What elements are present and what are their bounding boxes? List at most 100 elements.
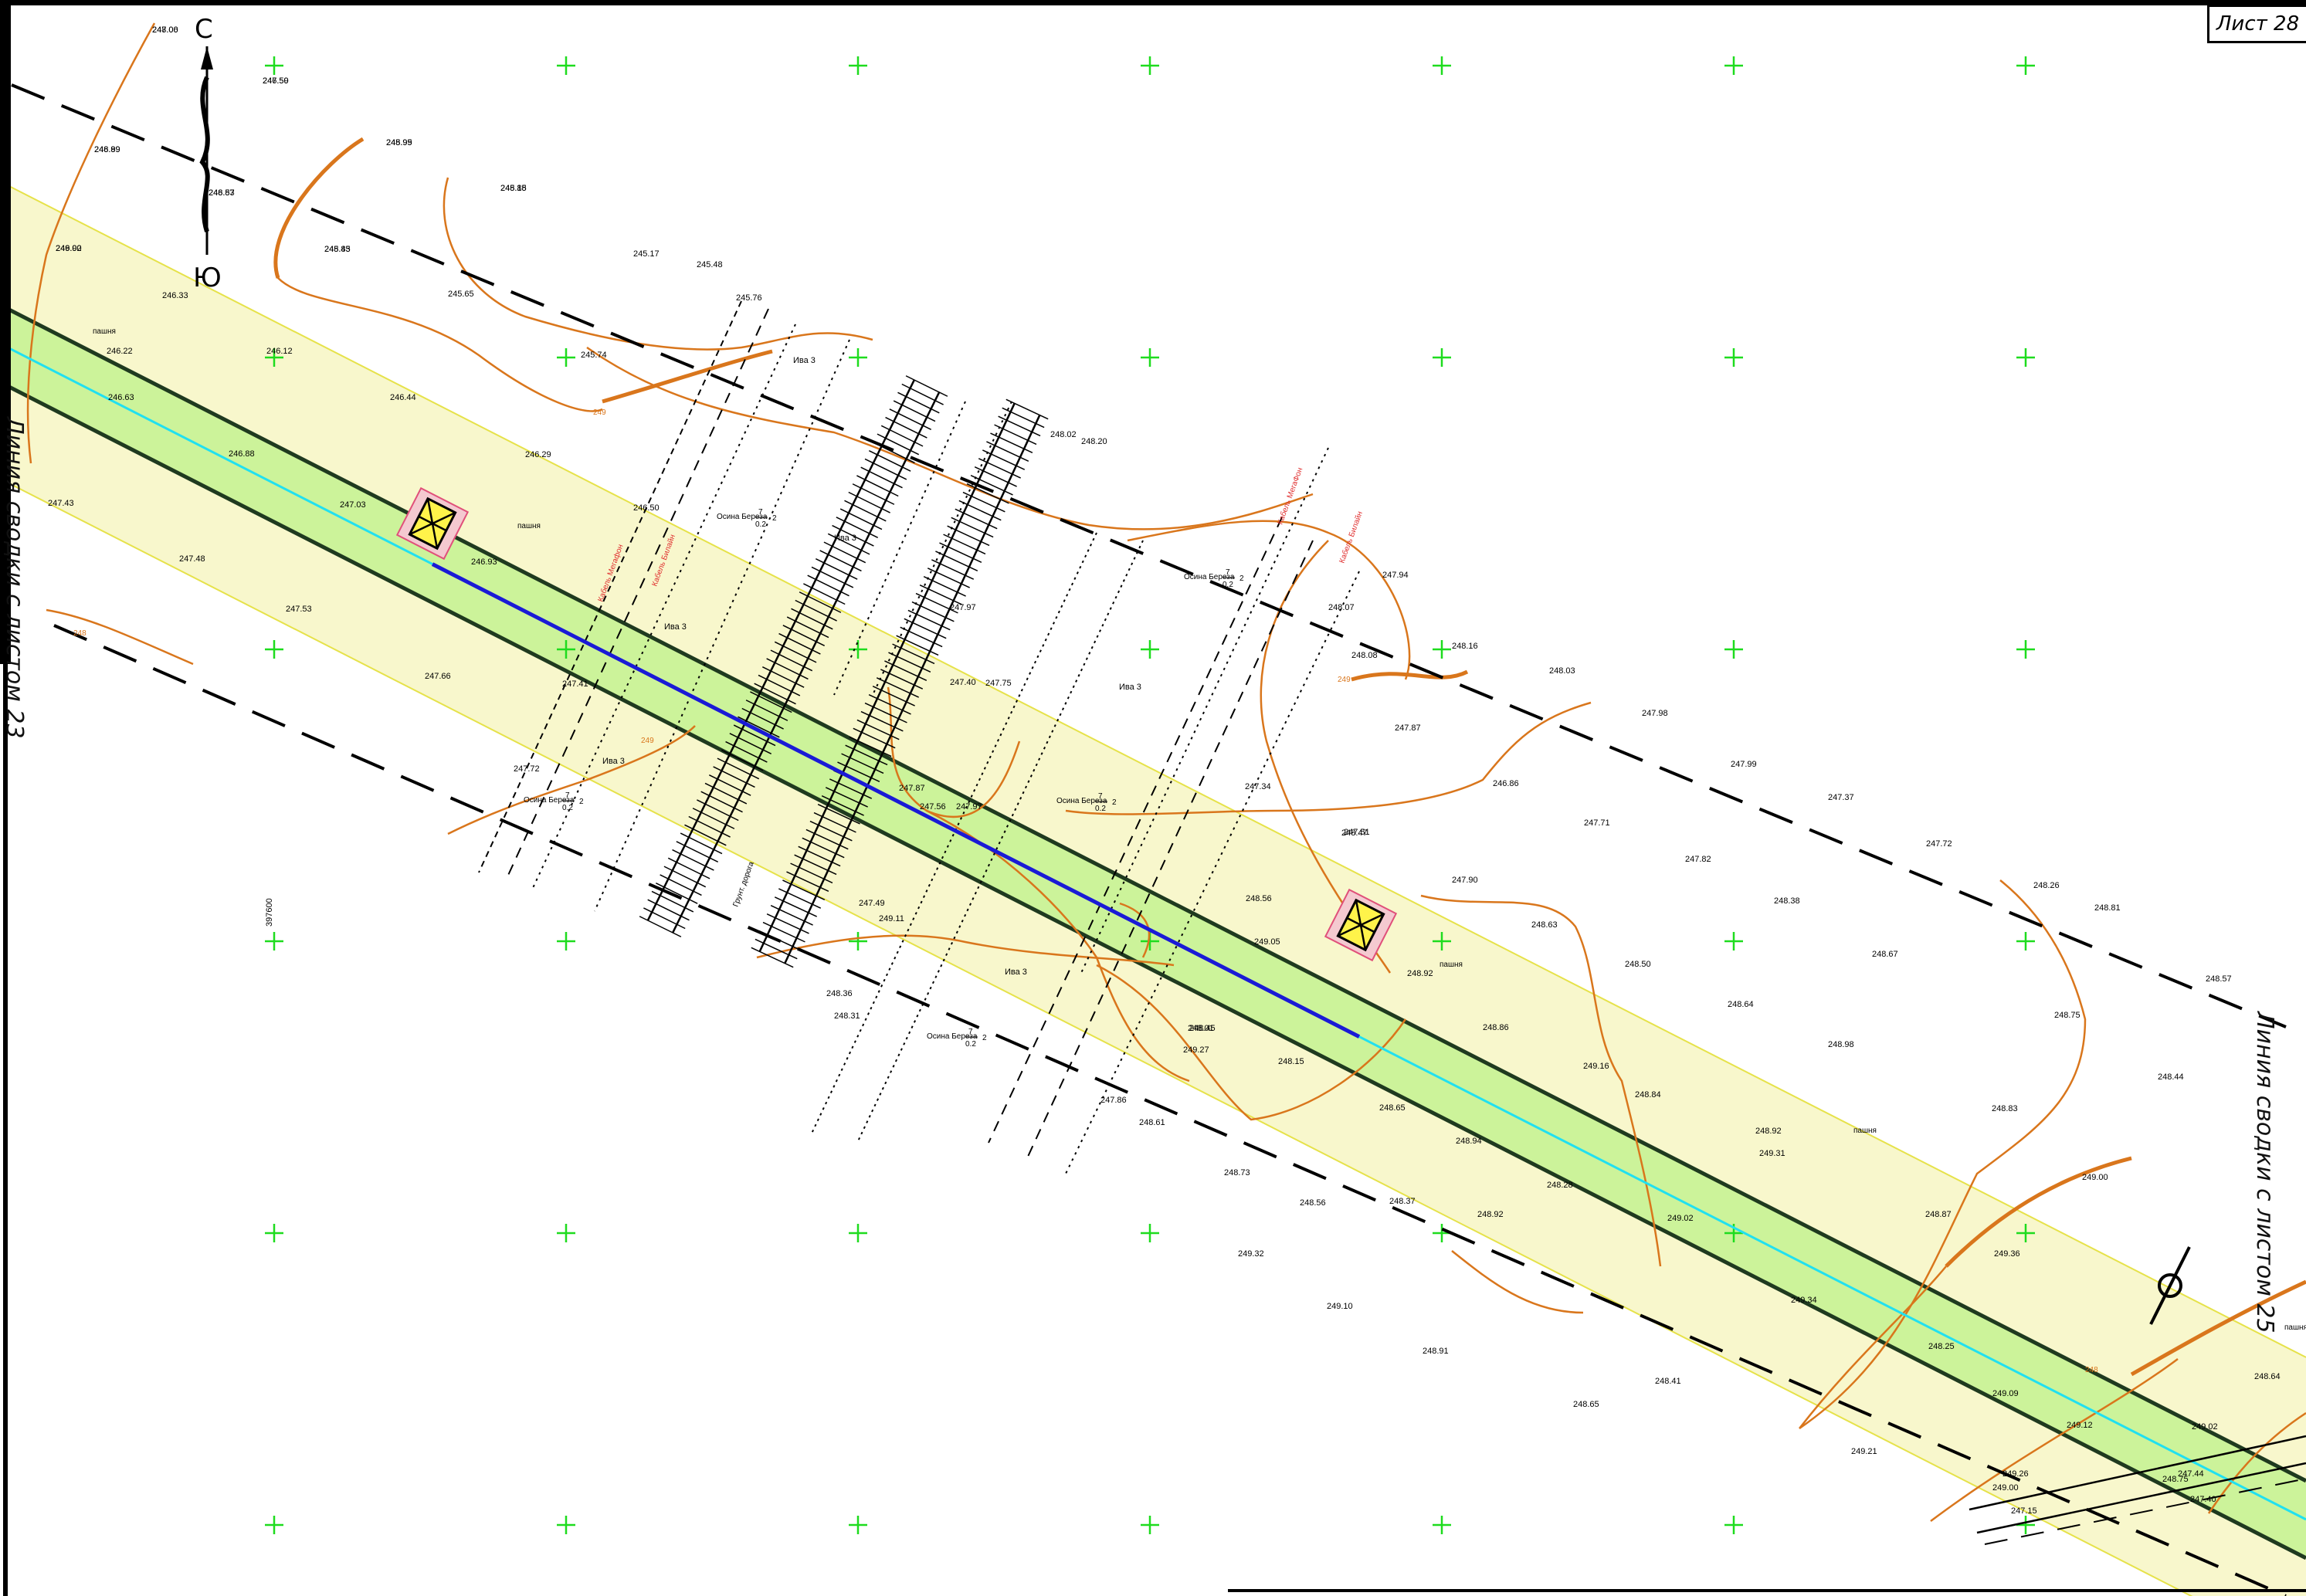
tree-numerator: 7 [1098,792,1103,801]
rail-tie [809,820,853,842]
rail-tie [880,425,924,447]
rail-tie [651,890,694,913]
grid-cross [557,1224,575,1242]
tree-count: 2 [579,798,584,806]
grid-cross [1433,56,1451,75]
rail-tie [790,862,833,884]
rail-tie [947,525,990,547]
boundary-line-bottom [53,624,2287,1596]
grid-cross [265,56,283,75]
land-use-label: пашня [1440,961,1463,969]
spot-height-label: 248.92 [1477,1210,1504,1219]
rail-tie [770,905,813,926]
rail-tie [817,803,860,825]
rail-tie [978,458,1021,479]
rail-tie [782,625,826,647]
tree-species: Осина Береза [524,796,575,805]
spot-height-label: 246.99 [94,145,120,154]
vegetation-label: Ива 3 [1005,967,1027,977]
frame-left-lower [3,664,8,1596]
spot-height-label: 248.64 [1728,1000,1754,1009]
grid-cross [1433,348,1451,367]
rail-tie [877,433,920,456]
grid-cross [2016,1516,2035,1534]
spot-height-label: 249.12 [2067,1421,2093,1430]
spot-height-label: 248.67 [1872,950,1898,959]
spot-height-label: 247.97 [950,603,976,612]
grid-cross [2016,1224,2035,1242]
crossing-edge [1065,571,1360,1174]
spot-height-label: 248.15 [1278,1057,1304,1066]
rail-tie [951,517,994,538]
rail-tie [853,727,896,749]
spot-height-label: 248.20 [1081,437,1107,446]
spot-height-label: 249.34 [1791,1296,1817,1305]
contour-line [586,346,1314,530]
grid-cross [1433,932,1451,950]
spot-height-label: 245.74 [581,351,607,360]
rail-tie [839,508,883,530]
grid-cross [2016,56,2035,75]
spot-height-label: 247.00 [152,25,178,35]
spot-height-label: 248.02 [1050,430,1077,439]
spot-height-label: 245.99 [386,138,412,147]
contour-line [447,725,696,835]
rail-tie [962,491,1005,513]
rail-right [646,379,915,921]
contour-line [46,608,194,666]
spot-height-label: 245.85 [324,245,351,254]
rail-tie [935,551,978,571]
tree-count: 2 [982,1034,987,1042]
contour-line [26,22,156,464]
contour-line [1065,701,1592,815]
rail-tie [692,808,735,829]
rail-left [672,391,941,934]
rail-tie [805,828,849,850]
north-arrow [199,46,213,255]
match-line-label-right: Линия сводки с листом 25 [2251,1011,2278,1333]
rail-tie [774,896,817,917]
rail-tie [888,652,931,673]
sheet-number-label: Лист 28 [2207,5,2306,43]
spot-height-label: 247.86 [1100,1096,1127,1105]
spot-height-label: 248.65 [1573,1400,1599,1409]
spot-height-label: 248.84 [1635,1090,1661,1100]
grid-cross [1141,56,1159,75]
tree-count: 2 [1112,798,1117,807]
valve-marker [2149,1246,2191,1325]
spot-height-label: 249.10 [1327,1302,1353,1311]
grid-cross [849,1224,867,1242]
spot-height-label: 246.59 [263,76,289,86]
crossing-edge [505,308,769,881]
cable-label: Кабель МегаФон [1276,466,1305,526]
spot-height-label: 246.22 [107,347,133,356]
rail-tie [919,584,962,605]
rail-tie [750,691,792,713]
rail-tie [647,899,690,921]
rail-tie [798,845,841,867]
spot-height-label: 249.02 [56,244,82,253]
rail-tie [774,641,817,663]
rail-tie [845,744,888,766]
spot-height-label: 248.75 [2162,1475,2189,1484]
tree-count: 2 [1239,574,1244,583]
crossing-edge [1026,540,1314,1159]
pipeline-axis-cyan-left [0,342,433,565]
railway-track-1 [639,375,948,937]
rail-tie [708,774,751,796]
spot-height-label: 248.89 [94,145,120,154]
rail-tie [761,666,805,688]
spot-height-label: 247.72 [1926,839,1952,849]
spot-height-label: 248.07 [1328,603,1355,612]
spot-height-label: 247.51 [1344,828,1370,837]
grid-cross [2016,640,2035,659]
crossing-edge [594,339,850,912]
rail-tie [807,574,849,597]
rail-tie [998,415,1041,437]
rail-tie [717,757,760,780]
spot-height-label: 249.26 [2002,1469,2029,1479]
rail-tie [738,716,780,738]
spot-height-label: 247.82 [1685,855,1711,864]
road-height-label: 247.15 [2011,1506,2037,1516]
rail-tie [848,491,890,513]
